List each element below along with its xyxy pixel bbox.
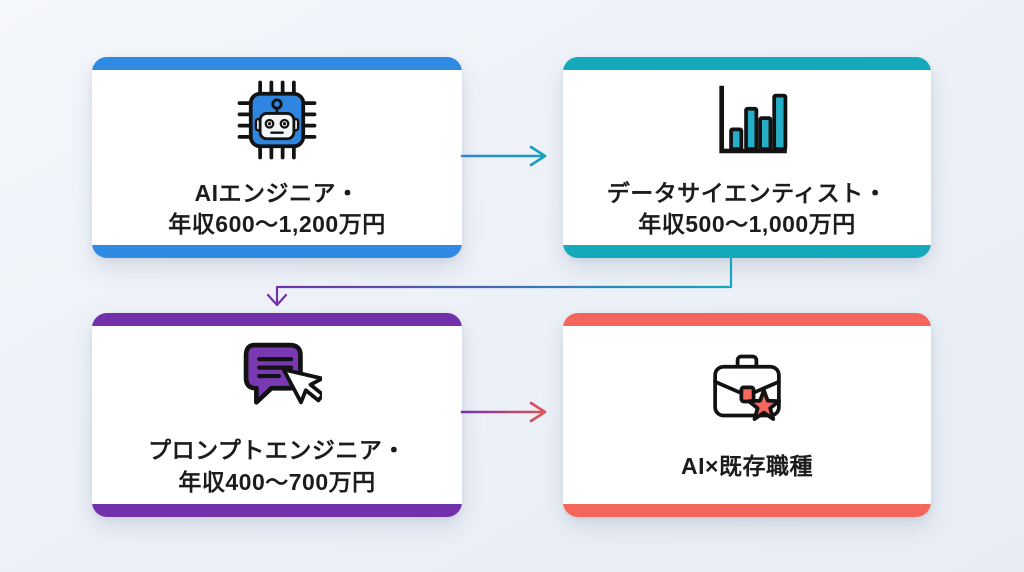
arrow-right-bottom [460,401,547,423]
card-bottom-accent-bar [92,504,462,517]
card-top-accent-bar [563,57,931,70]
card-prompt-engineer: プロンプトエンジニア・ 年収400〜700万円 [92,313,462,517]
card-top-accent-bar [563,313,931,326]
chat-prompt-cursor-icon [232,332,322,422]
card-data-scientist: データサイエンティスト・ 年収500〜1,000万円 [563,57,931,258]
card-bottom-accent-bar [92,245,462,258]
arrow-right-top [460,145,547,167]
card-top-accent-bar [92,313,462,326]
card-label: AIエンジニア・ 年収600〜1,200万円 [168,179,386,237]
card-content: AI×既存職種 [563,326,931,504]
card-label: プロンプトエンジニア・ 年収400〜700万円 [148,437,406,495]
card-top-accent-bar [92,57,462,70]
card-ai-existing-jobs: AI×既存職種 [563,313,931,517]
card-bottom-accent-bar [563,245,931,258]
robot-chip-icon [232,75,322,165]
card-content: プロンプトエンジニア・ 年収400〜700万円 [92,326,462,504]
briefcase-star-icon [702,348,792,438]
bar-chart-icon [702,75,792,165]
card-label: データサイエンティスト・ 年収500〜1,000万円 [606,179,888,237]
card-content: AIエンジニア・ 年収600〜1,200万円 [92,70,462,245]
card-label: AI×既存職種 [681,452,813,479]
card-content: データサイエンティスト・ 年収500〜1,000万円 [563,70,931,245]
arrow-down-elbow [266,256,733,307]
card-ai-engineer: AIエンジニア・ 年収600〜1,200万円 [92,57,462,258]
card-bottom-accent-bar [563,504,931,517]
